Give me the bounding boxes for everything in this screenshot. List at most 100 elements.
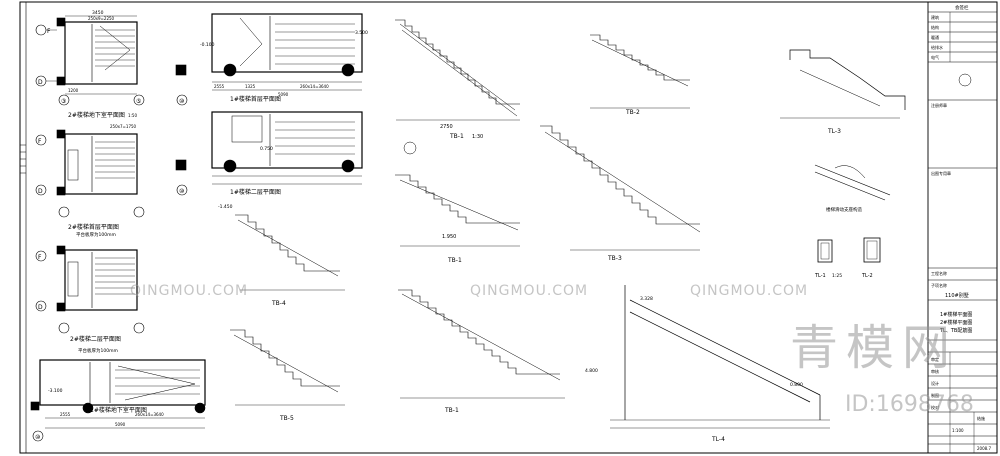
tb-draw-1: 1#楼梯平面图	[940, 311, 972, 318]
plan-2-first	[35, 129, 145, 218]
tb-role-1: 审定	[931, 356, 939, 362]
section-left-3	[230, 329, 345, 406]
section-tb1-left	[395, 141, 520, 247]
bearing-label: 楼梯滑动支座构造	[826, 206, 862, 213]
dim-1200: 1200	[68, 88, 79, 93]
dim-2250: 250x9=2250	[88, 16, 115, 21]
watermark-brand-2: QINGMOU.COM	[130, 283, 249, 299]
watermark-brand-3: QINGMOU.COM	[690, 283, 809, 299]
section-tb2: TB-2	[625, 109, 640, 116]
plan-2-first-title: 2#楼梯首层平面图	[68, 223, 119, 231]
lvl-m0100: -0.100	[200, 42, 215, 48]
dim-1325-a: 1325	[245, 84, 256, 89]
svg-text:⑩: ⑩	[179, 188, 184, 195]
watermark-id: ID:1698768	[845, 392, 974, 417]
lvl-3328: 3.328	[640, 296, 653, 302]
lvl-4800: 4.800	[585, 368, 598, 374]
detail-tl3-label: TL-3	[827, 128, 841, 135]
plan-2-basement-title: 2#楼梯地下室平面图	[68, 111, 125, 119]
svg-text:F: F	[47, 28, 51, 35]
svg-text:F: F	[38, 138, 42, 145]
section-left-2	[235, 214, 345, 291]
plan-1-second	[175, 111, 363, 196]
section-tb1-c: TB-1	[444, 407, 459, 414]
tb-date: 2008.7	[977, 446, 991, 451]
tb-arch: 建筑	[931, 14, 939, 20]
plan-2-first-note: 平台板厚为100mm	[76, 231, 116, 238]
title-block	[927, 2, 997, 453]
dim-5090-b: 5090	[115, 422, 126, 427]
section-tb2-top	[590, 34, 690, 109]
tb-hvac: 暖通	[931, 34, 939, 40]
plan-2-second-note: 平台板厚为100mm	[78, 347, 118, 354]
lvl-0750-a: 0.750	[260, 146, 273, 152]
plan-1-first	[175, 13, 363, 106]
tb-role-5: 校对	[931, 404, 939, 410]
tb-cosign: 会签栏	[955, 4, 969, 11]
section-tb1-top	[395, 19, 520, 121]
plan-scale: 1:50	[128, 113, 137, 118]
svg-text:D: D	[38, 79, 43, 86]
watermark-brand-1: QINGMOU.COM	[470, 283, 589, 299]
tb-draw-3: TL、TB配筋图	[939, 327, 972, 334]
tb-seal: 出图专用章	[931, 170, 951, 176]
svg-text:D: D	[38, 304, 43, 311]
plan-1-second-title: 1#楼梯二层平面图	[230, 188, 281, 196]
svg-text:D: D	[38, 188, 43, 195]
svg-text:F: F	[38, 254, 42, 261]
dim-2555-b: 2555	[60, 412, 71, 417]
plan-2-basement	[35, 15, 145, 106]
lvl-0800: 0.800	[790, 382, 803, 388]
tb-plumb: 给排水	[931, 44, 943, 50]
dim-2750-a: 2750	[440, 124, 453, 130]
section-tb5: TB-5	[279, 415, 294, 422]
section-tb3: TB-3	[607, 255, 622, 262]
tb-role-2: 审核	[931, 368, 939, 374]
plan-2-second	[35, 245, 145, 334]
svg-text:③: ③	[61, 98, 66, 105]
lvl-m3100: -3.100	[48, 388, 63, 394]
section-bottom-mid	[398, 289, 565, 399]
sheet-border	[19, 1, 998, 454]
tb-role-4: 制图	[931, 392, 939, 398]
dim-3640-a: 260x14=3640	[300, 84, 329, 89]
sec-scale-1: 1:30	[472, 134, 483, 140]
watermark-logo: 青模网	[790, 320, 959, 376]
dim-3450: 3450	[92, 10, 104, 16]
detail-scale: 1:25	[832, 273, 842, 279]
tb-sheet-no: 结施	[977, 415, 985, 421]
bearing-detail	[814, 164, 891, 201]
section-tb1-a: TB-1	[449, 133, 464, 140]
dim-3640-b: 260x14=3640	[135, 412, 164, 417]
detail-tl1-label: TL-1	[814, 273, 826, 279]
plan-1-basement	[30, 359, 206, 442]
tb-sub-label: 子项名称	[931, 282, 947, 288]
lvl-m1450: -1.450	[218, 204, 233, 210]
lvl-1950: 1.950	[442, 234, 456, 240]
section-tb1-mid	[540, 125, 701, 251]
dim-5090-a: 5090	[278, 92, 289, 97]
tb-draw-2: 2#楼梯平面图	[940, 319, 972, 326]
svg-text:⑩: ⑩	[35, 434, 40, 441]
tb-elec: 电气	[931, 54, 939, 60]
lvl-3500: 3.500	[355, 30, 368, 36]
section-tb1-b: TB-1	[447, 257, 462, 264]
tb-sub-value: 110#别墅	[945, 292, 969, 299]
plan-1-first-title: 1#楼梯首层平面图	[230, 95, 281, 103]
tb-struct: 结构	[931, 24, 939, 30]
svg-text:⑤: ⑤	[136, 98, 141, 105]
section-tb4: TB-4	[271, 300, 286, 307]
detail-tl1-tl2	[817, 237, 881, 263]
tb-role-3: 设计	[931, 380, 939, 386]
plan-2-second-title: 2#楼梯二层平面图	[70, 335, 121, 343]
tb-scale: 1:100	[952, 428, 964, 433]
dim-1750: 250x7=1750	[110, 124, 137, 129]
detail-tl4	[610, 285, 830, 429]
plan-1-basement-title: 1#楼梯地下室平面图	[90, 406, 147, 414]
detail-tl2-label: TL-2	[861, 273, 873, 279]
tb-stamp: 注册师章	[931, 102, 947, 108]
detail-tl3	[780, 49, 906, 119]
svg-text:⑩: ⑩	[179, 98, 184, 105]
